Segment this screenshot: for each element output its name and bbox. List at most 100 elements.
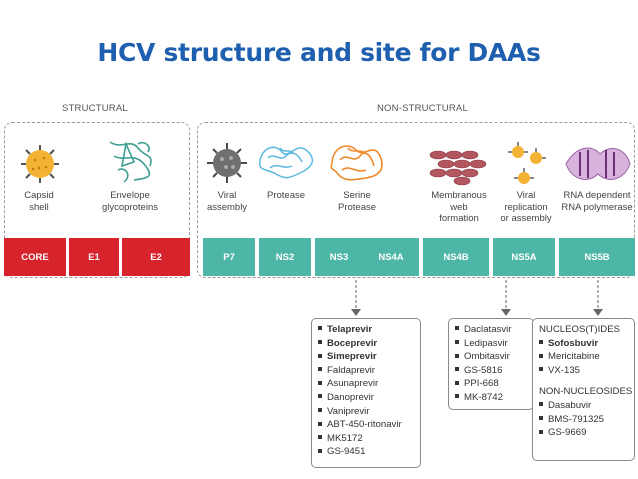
drug-name: Boceprevir xyxy=(327,337,378,349)
drug-list-item: GS-9669 xyxy=(539,426,628,440)
segment-core: CORE xyxy=(4,238,66,276)
drug-name: Telaprevir xyxy=(327,324,373,335)
bullet-icon xyxy=(318,353,322,358)
capsid-shell-icon xyxy=(21,145,59,183)
bullet-icon xyxy=(318,367,322,372)
segment-ns4b: NS4B xyxy=(423,238,489,276)
envelope-glycoprotein-icon xyxy=(109,141,152,183)
drug-list-item: Vaniprevir xyxy=(318,405,414,419)
serine-protease-label: Serine Protease xyxy=(337,190,377,213)
drug-list-item: Ombitasvir xyxy=(455,350,527,364)
drug-list-item: MK-8742 xyxy=(455,391,527,405)
drug-list-item: Daclatasvir xyxy=(455,323,527,337)
drug-name: Dasabuvir xyxy=(548,399,592,411)
drug-list-item: Danoprevir xyxy=(318,391,414,405)
capsid-label: Capsid shell xyxy=(24,190,54,213)
segment-e2: E2 xyxy=(122,238,190,276)
bullet-icon xyxy=(539,429,543,434)
bullet-icon xyxy=(455,326,459,331)
segment-ns5a: NS5A xyxy=(493,238,555,276)
drug-name: Daclatasvir xyxy=(464,324,512,335)
drug-list-item: Telaprevir xyxy=(318,323,414,337)
bullet-icon xyxy=(318,326,322,331)
bullet-icon xyxy=(539,353,543,358)
bullet-icon xyxy=(455,394,459,399)
drug-name: MK5172 xyxy=(327,432,363,444)
drug-name: GS-9451 xyxy=(327,446,366,458)
drug-list-item: Simeprevir xyxy=(318,350,414,364)
drug-name: Sofosbuvir xyxy=(548,337,599,349)
drug-name: Ledipasvir xyxy=(464,337,508,349)
drug-name: VX-135 xyxy=(548,364,580,376)
drug-list-item: GS-5816 xyxy=(455,364,527,378)
protease-label: Protease xyxy=(266,190,306,201)
bullet-icon xyxy=(318,394,322,399)
drug-list-item: Mericitabine xyxy=(539,350,628,364)
drug-name: Simeprevir xyxy=(327,351,377,363)
structural-box xyxy=(4,122,190,278)
drug-name: ABT-450-ritonavir xyxy=(327,419,402,431)
bullet-icon xyxy=(539,416,543,421)
drug-list-item: Faldaprevir xyxy=(318,364,414,378)
drug-name: MK-8742 xyxy=(464,391,503,403)
drug-list-item: BMS-791325 xyxy=(539,413,628,427)
drug-name: Faldaprevir xyxy=(327,364,375,376)
protease-icon xyxy=(258,146,314,179)
bullet-icon xyxy=(318,408,322,413)
segment-p7: P7 xyxy=(203,238,255,276)
drug-name: Vaniprevir xyxy=(327,405,370,417)
bullet-icon xyxy=(455,380,459,385)
bullet-icon xyxy=(318,448,322,453)
drug-name: Mericitabine xyxy=(548,351,600,363)
bullet-icon xyxy=(455,353,459,358)
bullet-icon xyxy=(455,367,459,372)
drug-list-item: Dasabuvir xyxy=(539,399,628,413)
drug-list-item: GS-9451 xyxy=(318,445,414,459)
drug-list-item: Asunaprevir xyxy=(318,377,414,391)
bullet-icon xyxy=(318,380,322,385)
bullet-icon xyxy=(539,340,543,345)
rna-polymerase-icon xyxy=(565,147,631,180)
bullet-icon xyxy=(318,421,322,426)
drug-name: Danoprevir xyxy=(327,391,374,403)
bullet-icon xyxy=(318,435,322,440)
segment-e1: E1 xyxy=(69,238,119,276)
segment-ns3: NS3 xyxy=(315,238,363,276)
drug-name: PPI-668 xyxy=(464,378,499,390)
drug-list-item: Sofosbuvir xyxy=(539,337,628,351)
drug-list-item: Ledipasvir xyxy=(455,337,527,351)
viral-replication-label: Viral replication or assembly xyxy=(500,190,552,224)
envelope-label: Envelope glycoproteins xyxy=(102,190,158,213)
non-nucleosides-heading: NON-NUCLEOSIDES xyxy=(539,386,633,398)
drug-name: GS-9669 xyxy=(548,427,587,439)
bullet-icon xyxy=(539,367,543,372)
viral-replication-icon xyxy=(508,142,546,184)
arrow-ns3-icon xyxy=(351,280,361,316)
segment-ns2: NS2 xyxy=(259,238,311,276)
bullet-icon xyxy=(539,402,543,407)
structural-label: STRUCTURAL xyxy=(62,103,128,114)
page-title: HCV structure and site for DAAs xyxy=(97,38,541,67)
viral-assembly-icon xyxy=(207,143,247,183)
drug-list-item: VX-135 xyxy=(539,364,628,378)
drug-list-item: ABT-450-ritonavir xyxy=(318,418,414,432)
nucleosides-heading: NUCLEOS(T)IDES xyxy=(539,324,621,335)
arrow-ns5a-icon xyxy=(501,280,511,316)
bullet-icon xyxy=(455,340,459,345)
rna-polymerase-label: RNA dependent RNA polymerase xyxy=(561,190,633,213)
drug-name: BMS-791325 xyxy=(548,413,604,425)
viral-assembly-label: Viral assembly xyxy=(206,190,248,213)
drug-name: Ombitasvir xyxy=(464,351,510,363)
segment-ns5b: NS5B xyxy=(559,238,635,276)
bullet-icon xyxy=(318,340,322,345)
membranous-label: Membranous web formation xyxy=(431,190,487,224)
non-structural-label: NON-STRUCTURAL xyxy=(377,103,468,114)
drug-list-item: MK5172 xyxy=(318,432,414,446)
segment-ns4a: NS4A xyxy=(363,238,419,276)
drug-list-item: PPI-668 xyxy=(455,377,527,391)
drug-name: Asunaprevir xyxy=(327,378,379,390)
serine-protease-icon xyxy=(330,145,383,181)
